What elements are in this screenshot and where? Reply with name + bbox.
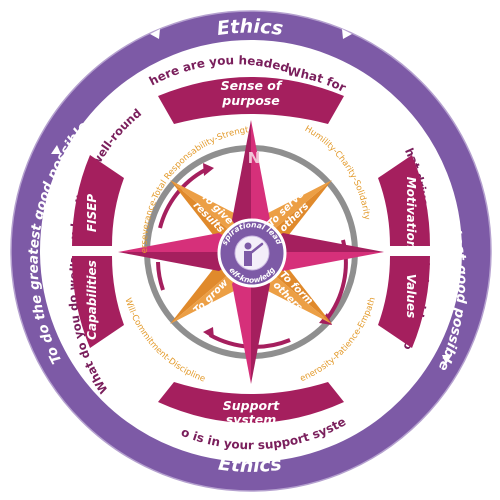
leader-person-icon [244,242,264,266]
segment-support-label-2: system [226,412,277,427]
segment-values-label: Values [404,274,418,318]
cycle-arrow-icon [203,163,214,176]
segment-sense-of-purpose [158,77,344,124]
segment-purpose-label-2: purpose [221,93,279,108]
segment-motivation [378,155,430,246]
segment-capabilities-label: Capabilities [85,260,99,340]
ring-outer-line [10,10,492,492]
compass-arm-west [118,233,251,252]
cycle-arc [158,168,206,229]
segment-fisep [72,155,124,246]
segment-capabilities [72,256,124,348]
cycle-arrow-icon [203,327,214,339]
ring-arrow-icon [150,29,160,39]
ring-arrow-icon [51,145,61,154]
segment-fisep-label: FISEP [85,194,99,233]
segment-support-system [158,382,344,423]
ring-ethics-bottom: Ethics [217,453,283,477]
segment-purpose-label-1: Sense of [221,78,283,93]
segment-values [378,256,430,348]
ring-arrow-icon [442,355,452,364]
ethics-outer-ring [11,11,491,491]
cycle-arc [156,261,165,291]
ring-arrow-icon [342,29,352,39]
compass-north-label: N [248,149,261,167]
segment-support-label-1: Support [223,398,281,413]
ring-inner-line [40,40,462,462]
segment-motivation-label: Motivation [404,177,418,250]
ring-ethics-top: Ethics [216,16,285,40]
